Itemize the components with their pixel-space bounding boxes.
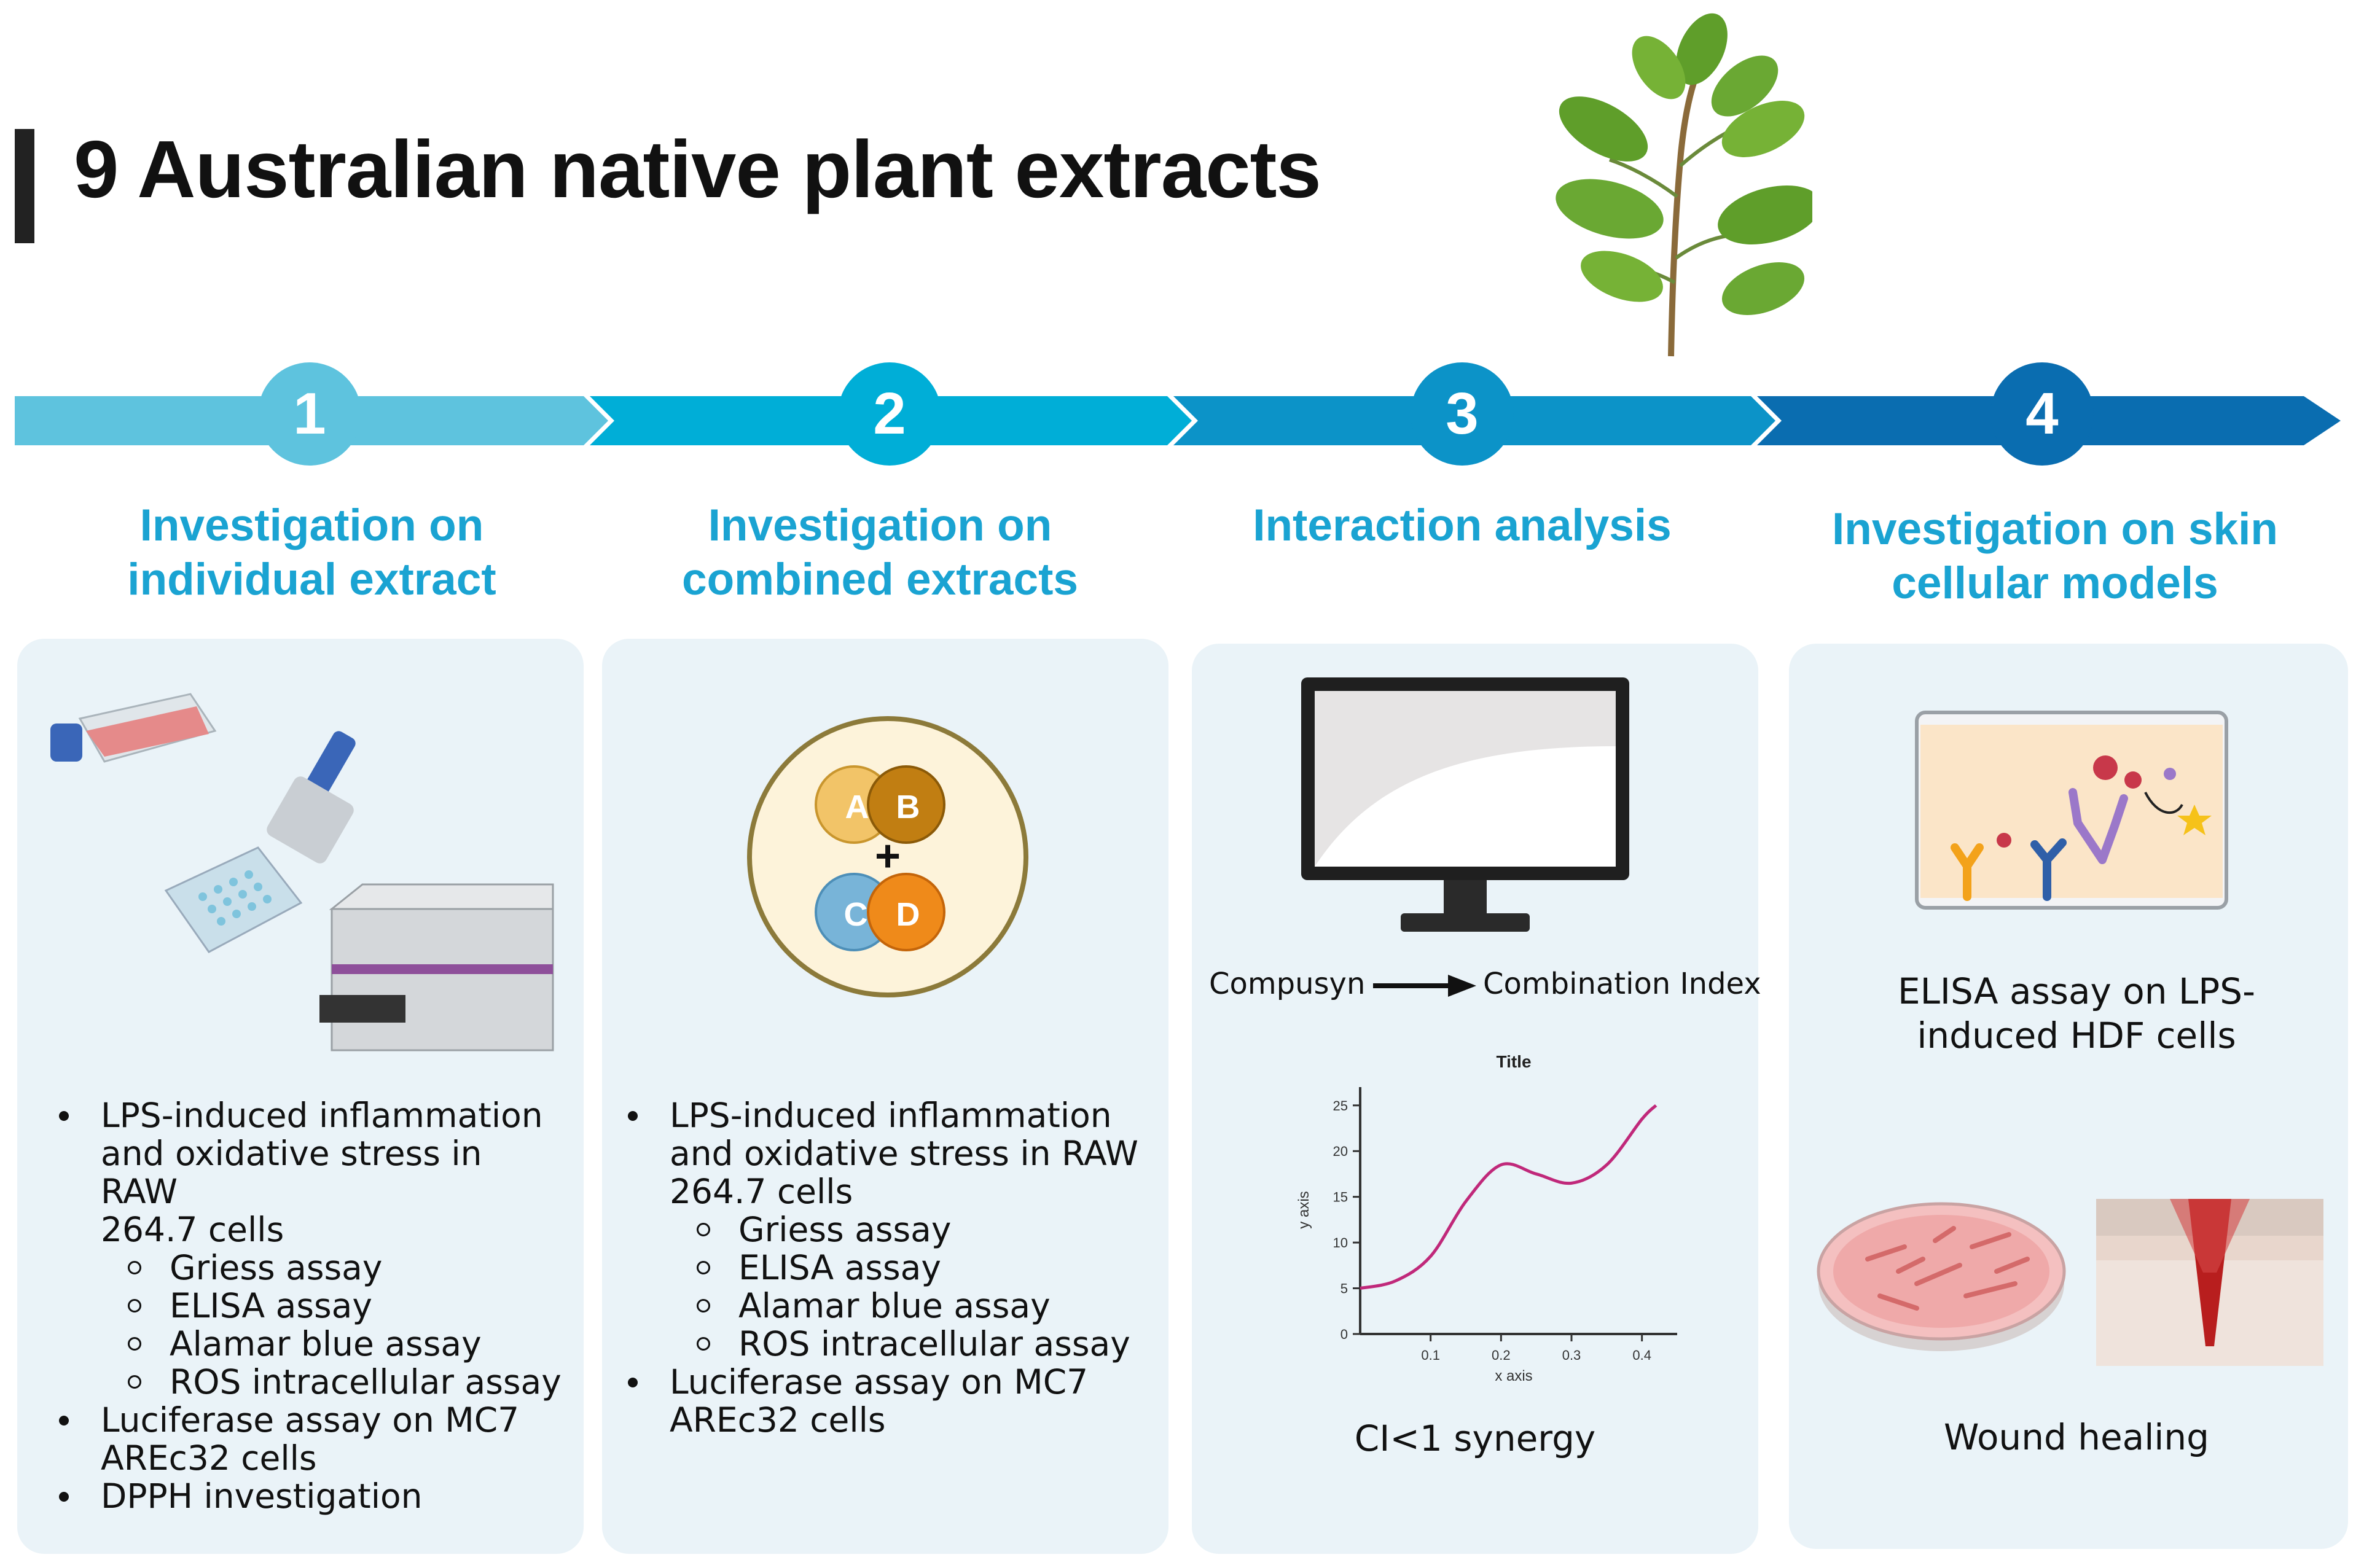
assay-list-item: Griess assay xyxy=(59,1249,569,1287)
skin-wound-illustration xyxy=(2096,1199,2323,1366)
y-tick-label: 10 xyxy=(1333,1235,1348,1250)
assay-list-item: Luciferase assay on MC7 xyxy=(59,1401,569,1439)
plant-illustration xyxy=(1556,13,1812,357)
y-tick-label: 5 xyxy=(1341,1281,1348,1297)
chart-series-line xyxy=(1360,1104,1658,1290)
assay-list-item: Alamar blue assay xyxy=(628,1287,1156,1325)
assay-list-item: ROS intracellular assay xyxy=(59,1363,569,1401)
assay-list-item: and oxidative stress in RAW xyxy=(670,1134,1138,1173)
x-axis-label: x axis xyxy=(1495,1368,1532,1384)
combination-index-label: Combination Index xyxy=(1483,967,1761,1001)
elisa-caption: ELISA assay on LPS-induced HDF cells xyxy=(1897,970,2256,1056)
assay-list-item: 264.7 cells xyxy=(101,1210,284,1249)
assay-list-item: ELISA assay xyxy=(59,1287,569,1325)
y-tick-label: 20 xyxy=(1333,1144,1348,1159)
wound-healing-caption: Wound healing xyxy=(1944,1416,2209,1458)
ci-synergy-caption: CI<1 synergy xyxy=(1354,1418,1596,1459)
stage-3-title: Interaction analysis xyxy=(1253,501,1672,550)
assay-list-item: AREc32 cells xyxy=(670,1400,886,1440)
combo-letter-c: C xyxy=(844,896,868,933)
page-title: 9 Australian native plant extracts xyxy=(74,124,1321,214)
compusyn-label: Compusyn xyxy=(1209,967,1366,1001)
petri-dish-illustration xyxy=(1817,1202,2066,1351)
combo-plus: + xyxy=(875,832,901,881)
computer-monitor-icon xyxy=(1301,677,1629,932)
y-tick-label: 25 xyxy=(1333,1098,1348,1114)
step-1-badge: 1 xyxy=(258,362,361,466)
combo-letter-b: B xyxy=(896,789,920,825)
assay-list-item: and oxidative stress in RAW xyxy=(101,1134,482,1211)
combination-index-chart: Title 0 5 10 15 20 25 0.1 0.2 0.3 0.4 x axis y ax… xyxy=(1296,1052,1677,1384)
combo-letter-d: D xyxy=(896,896,920,933)
combination-illustration: A B + C D xyxy=(747,716,1028,997)
lab-equipment-illustration xyxy=(50,693,554,1051)
step-2-badge: 2 xyxy=(838,362,941,466)
y-axis-label: y axis xyxy=(1296,1191,1312,1228)
elisa-well-illustration xyxy=(1915,711,2228,910)
title-accent-bar xyxy=(15,129,34,243)
combo-letter-a: A xyxy=(845,789,869,825)
step-3-badge: 3 xyxy=(1411,362,1514,466)
assay-list-item: DPPH investigation xyxy=(59,1477,569,1515)
chart-title: Title xyxy=(1496,1052,1531,1071)
assay-list-item: Luciferase assay on MC7 xyxy=(628,1363,1156,1401)
assay-list-item: Griess assay xyxy=(628,1211,1156,1249)
x-tick-label: 0.3 xyxy=(1562,1348,1581,1363)
x-tick-label: 0.2 xyxy=(1492,1348,1511,1363)
x-tick-label: 0.4 xyxy=(1632,1348,1651,1363)
assay-list-item: 264.7 cells xyxy=(670,1172,853,1211)
assay-list-item: ELISA assay xyxy=(628,1249,1156,1287)
assay-list-item: Alamar blue assay xyxy=(59,1325,569,1363)
assay-list-item: ROS intracellular assay xyxy=(628,1325,1156,1363)
x-tick-label: 0.1 xyxy=(1421,1348,1440,1363)
arrow-right-icon xyxy=(1373,975,1476,997)
assay-list-item: LPS-induced inflammation xyxy=(628,1096,1156,1134)
assay-list-item: LPS-induced inflammation xyxy=(59,1096,569,1134)
y-tick-label: 0 xyxy=(1341,1327,1348,1342)
assay-list-item: AREc32 cells xyxy=(101,1438,317,1478)
step-4-badge: 4 xyxy=(1990,362,2094,466)
y-tick-label: 15 xyxy=(1333,1190,1348,1205)
